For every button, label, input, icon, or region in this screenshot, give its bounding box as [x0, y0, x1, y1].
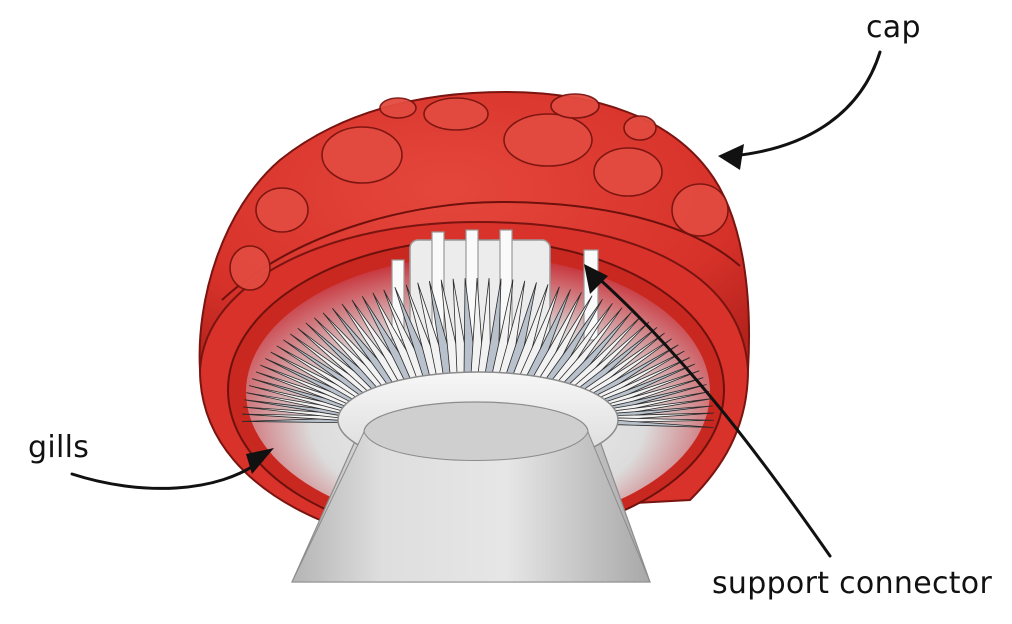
- cap-rim-line: [221, 200, 741, 301]
- support-connector-label: support connector: [712, 566, 993, 601]
- gills-arrowhead: [246, 448, 274, 474]
- support-connector-arrowhead: [584, 264, 608, 294]
- cap-arrow: [730, 50, 882, 158]
- gills-arrow: [70, 458, 264, 490]
- gills-label: gills: [28, 430, 90, 465]
- stem: [291, 371, 651, 583]
- support-connector-arrow: [594, 274, 832, 558]
- gills: [241, 277, 715, 428]
- cap-label: cap: [866, 10, 921, 45]
- callout-arrows: [70, 50, 882, 558]
- cap-spots: [229, 93, 729, 291]
- cap-arrowhead: [718, 144, 744, 170]
- stem-front: [291, 430, 651, 583]
